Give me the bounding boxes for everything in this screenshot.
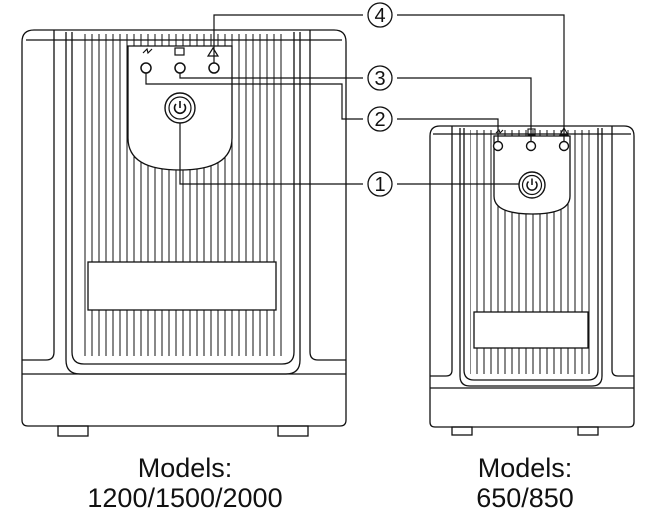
led-battery bbox=[525, 140, 537, 152]
led-ac bbox=[140, 62, 152, 74]
callout-2: 2 bbox=[367, 106, 393, 132]
led-warning bbox=[208, 62, 220, 74]
led-ac bbox=[492, 140, 504, 152]
ups-large-icons bbox=[142, 46, 220, 57]
ups-small-leds bbox=[492, 140, 570, 152]
caption-large-models-list: 1200/1500/2000 bbox=[87, 483, 283, 513]
callout-3-label: 3 bbox=[374, 68, 385, 90]
ac-power-icon bbox=[142, 47, 153, 55]
ups-large bbox=[21, 29, 347, 437]
ups-large-label-window bbox=[87, 261, 277, 311]
leader-lines bbox=[145, 14, 565, 185]
caption-small-models: Models: 650/850 bbox=[420, 453, 630, 513]
callout-4-label: 4 bbox=[374, 5, 385, 27]
ups-small bbox=[429, 125, 635, 436]
warning-triangle-icon bbox=[206, 46, 220, 57]
ups-small-power-button bbox=[518, 171, 546, 199]
power-icon bbox=[173, 103, 187, 115]
battery-icon bbox=[174, 47, 185, 56]
callout-1: 1 bbox=[367, 171, 393, 197]
ups-small-label-window bbox=[473, 311, 589, 349]
power-icon bbox=[526, 180, 538, 191]
callout-1-label: 1 bbox=[374, 174, 385, 196]
led-warning bbox=[558, 140, 570, 152]
caption-small-models-list: 650/850 bbox=[476, 483, 574, 513]
led-battery bbox=[174, 62, 186, 74]
caption-large-title: Models: bbox=[137, 453, 233, 483]
callout-4: 4 bbox=[367, 2, 393, 28]
callout-3: 3 bbox=[367, 65, 393, 91]
caption-small-title: Models: bbox=[477, 453, 573, 483]
callout-2-label: 2 bbox=[374, 109, 385, 131]
caption-large-models: Models: 1200/1500/2000 bbox=[40, 453, 330, 513]
ups-large-power-button bbox=[164, 92, 196, 124]
